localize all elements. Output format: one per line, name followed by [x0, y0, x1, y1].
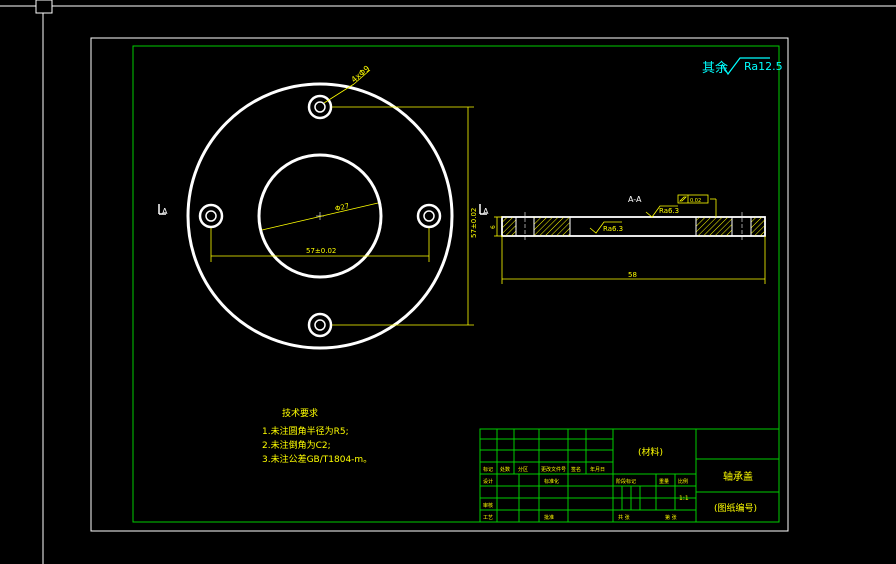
center-distance-v-label: 57±0.02: [470, 208, 478, 238]
flange-outer-circle: [186, 82, 454, 350]
tech-requirements: 技术要求 1.未注圆角半径为R5; 2.未注倒角为C2; 3.未注公差GB/T1…: [262, 407, 372, 465]
tb-header-zone: 分区: [518, 466, 528, 473]
center-distance-h-dim: [210, 228, 430, 262]
center-distance-h-label: 57±0.02: [306, 247, 336, 255]
hatch-left-mid: [533, 216, 571, 237]
tb-standardize: 标准化: [544, 478, 559, 485]
hatch-right-mid: [695, 216, 733, 237]
drawing-border: [132, 45, 780, 523]
tech-item-2: 2.未注倒角为C2;: [262, 439, 331, 451]
tb-scale-value: 1:1: [679, 495, 689, 502]
section-view: A-A Ra6.3 Ra6.3 0.02: [490, 194, 766, 284]
bolt-hole-left: [198, 203, 224, 229]
section-mark-right: [479, 204, 487, 215]
tb-header-mark: 标记: [483, 466, 493, 473]
tb-header-docno: 更改文件号: [541, 466, 566, 473]
tb-header-sign: 签名: [571, 466, 581, 473]
tech-item-3: 3.未注公差GB/T1804-m。: [262, 453, 372, 465]
section-title: A-A: [628, 195, 642, 204]
bolt-hole-bottom: [307, 312, 333, 338]
bolt-hole-leader: [323, 69, 371, 104]
tb-sheets-total: 共 张: [618, 514, 630, 521]
hatch-right-edge: [750, 216, 766, 237]
center-distance-v-dim: [332, 106, 474, 326]
section-mark-left: [158, 204, 166, 215]
section-center-lines: [524, 212, 743, 241]
bore-diameter-label: Φ27: [334, 202, 350, 213]
tb-review: 审核: [483, 502, 493, 509]
section-mark-right-label: A: [483, 207, 489, 216]
tb-drawing-no: (图纸编号): [714, 502, 757, 514]
roughness-value: Ra12.5: [744, 60, 783, 73]
roughness-bottom-label: Ra6.3: [603, 225, 623, 233]
bolt-hole-label: 4xΦ9: [349, 64, 371, 85]
hatch-left-edge: [501, 216, 517, 237]
tb-approve: 批准: [544, 514, 554, 521]
bore-circle: [257, 153, 383, 279]
bore-diameter-line: [261, 202, 379, 231]
tb-header-count: 处数: [500, 466, 510, 473]
overall-length-label: 58: [628, 271, 637, 279]
tb-part-name: 轴承盖: [723, 470, 753, 483]
roughness-symbol-icon: [721, 57, 770, 76]
bolt-hole-right: [416, 203, 442, 229]
flatness-value: 0.02: [690, 198, 701, 204]
thickness-dim: [494, 216, 502, 237]
tb-material: (材料): [638, 446, 663, 458]
tb-process: 工艺: [483, 515, 493, 521]
roughness-top-icon: [645, 205, 678, 218]
tech-item-1: 1.未注圆角半径为R5;: [262, 425, 349, 437]
surface-roughness-note: 其余 Ra12.5: [702, 57, 783, 76]
tb-scale: 比例: [678, 478, 688, 485]
roughness-prefix: 其余: [702, 60, 728, 76]
tech-title: 技术要求: [282, 407, 318, 419]
overall-length-dim: [501, 236, 766, 284]
roughness-bottom-icon: [589, 221, 622, 234]
sheet-frame: [90, 37, 789, 532]
tb-design: 设计: [483, 478, 493, 485]
title-block: 标记 处数 分区 更改文件号 签名 年月日 设计 标准化 审核 工艺 批准 (材…: [479, 428, 780, 523]
tb-weight: 重量: [659, 478, 669, 485]
roughness-top-label: Ra6.3: [659, 207, 679, 215]
tb-header-date: 年月日: [590, 466, 605, 473]
flatness-frame: [677, 194, 717, 217]
bore-lines: [569, 217, 697, 236]
front-view: 4xΦ9 Φ27 57±0.02 57±0.02 A A: [158, 64, 489, 350]
section-mark-left-label: A: [162, 207, 168, 216]
tb-sheet-no: 第 张: [665, 514, 677, 521]
tb-stage-mark: 阶段标记: [616, 478, 636, 485]
thickness-label: 6: [490, 225, 497, 229]
bolt-hole-top: [307, 94, 333, 120]
